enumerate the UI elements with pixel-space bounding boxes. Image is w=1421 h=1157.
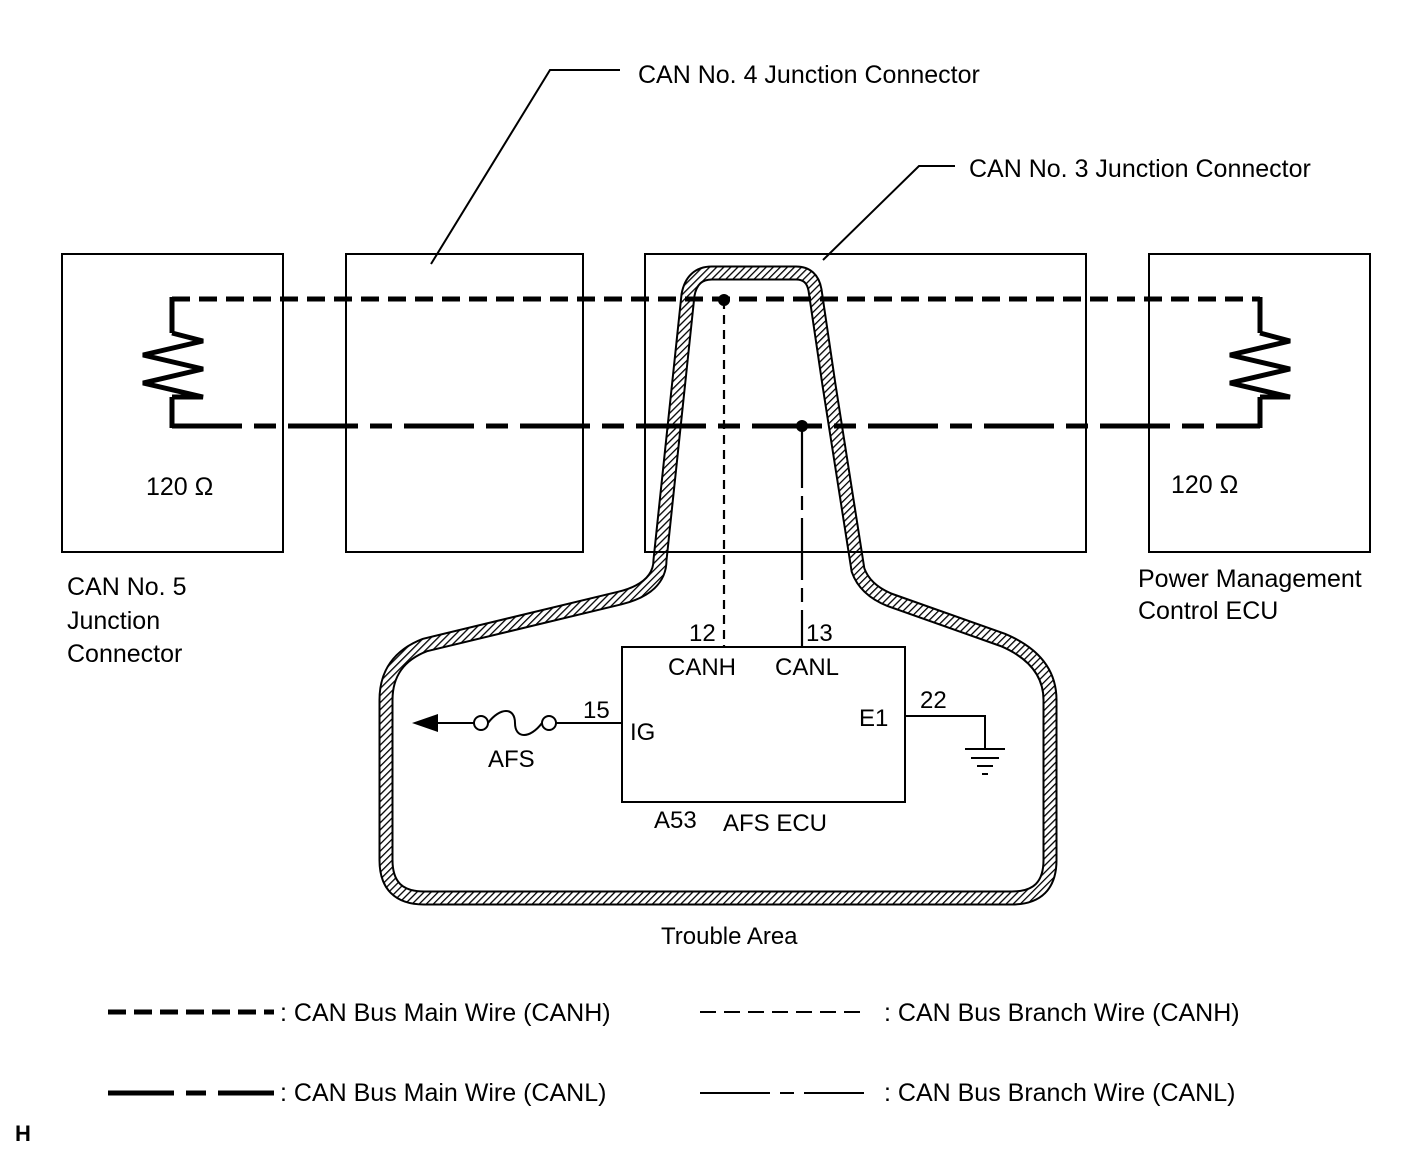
can3-label: CAN No. 3 Junction Connector [969,155,1311,183]
trouble-area-outline [378,265,1058,906]
ground-icon [965,748,1005,775]
pin-ig-number: 15 [583,697,610,724]
can5-label-line3: Connector [67,640,182,668]
fuse-label: AFS [488,746,535,773]
pin-canl-number: 13 [806,620,833,647]
legend-main-canl-label: : CAN Bus Main Wire (CANL) [280,1079,606,1107]
can4-leader-line [430,69,620,265]
pm-ecu-label-line1: Power Management [1138,565,1362,593]
legend-main-canh-label: : CAN Bus Main Wire (CANH) [280,999,611,1027]
resistor-left-label: 120 Ω [146,473,213,501]
resistor-left [142,297,204,428]
can3-junction-connector-box [644,253,1087,553]
pin-canh-name: CANH [668,654,736,681]
pin-ig-name: IG [630,719,655,746]
can5-label-line1: CAN No. 5 [67,573,186,601]
pm-ecu-label-line2: Control ECU [1138,597,1278,625]
can3-leader-line [822,165,955,261]
trouble-area-label: Trouble Area [661,923,798,950]
can4-label: CAN No. 4 Junction Connector [638,61,980,89]
can5-label-line2: Junction [67,607,160,635]
arrow-left-icon [412,714,438,732]
can4-junction-connector-box [345,253,584,553]
pin-canh-number: 12 [689,620,716,647]
power-management-ecu-box [1148,253,1371,553]
resistor-right-label: 120 Ω [1171,471,1238,499]
afs-fuse-icon [473,710,557,736]
legend-branch-canh-label: : CAN Bus Branch Wire (CANH) [884,999,1240,1027]
pin-e1-number: 22 [920,687,947,714]
ecu-name-label: AFS ECU [723,810,827,837]
pin-canl-name: CANL [775,654,839,681]
can5-junction-connector-box [61,253,284,553]
corner-mark: H [15,1121,31,1146]
legend-branch-canl-label: : CAN Bus Branch Wire (CANL) [884,1079,1235,1107]
pin-e1-name: E1 [859,705,888,732]
resistor-right [1229,297,1291,428]
e1-ground-wire [905,715,986,748]
afs-ecu-box [621,646,906,803]
ecu-code-label: A53 [654,807,697,834]
